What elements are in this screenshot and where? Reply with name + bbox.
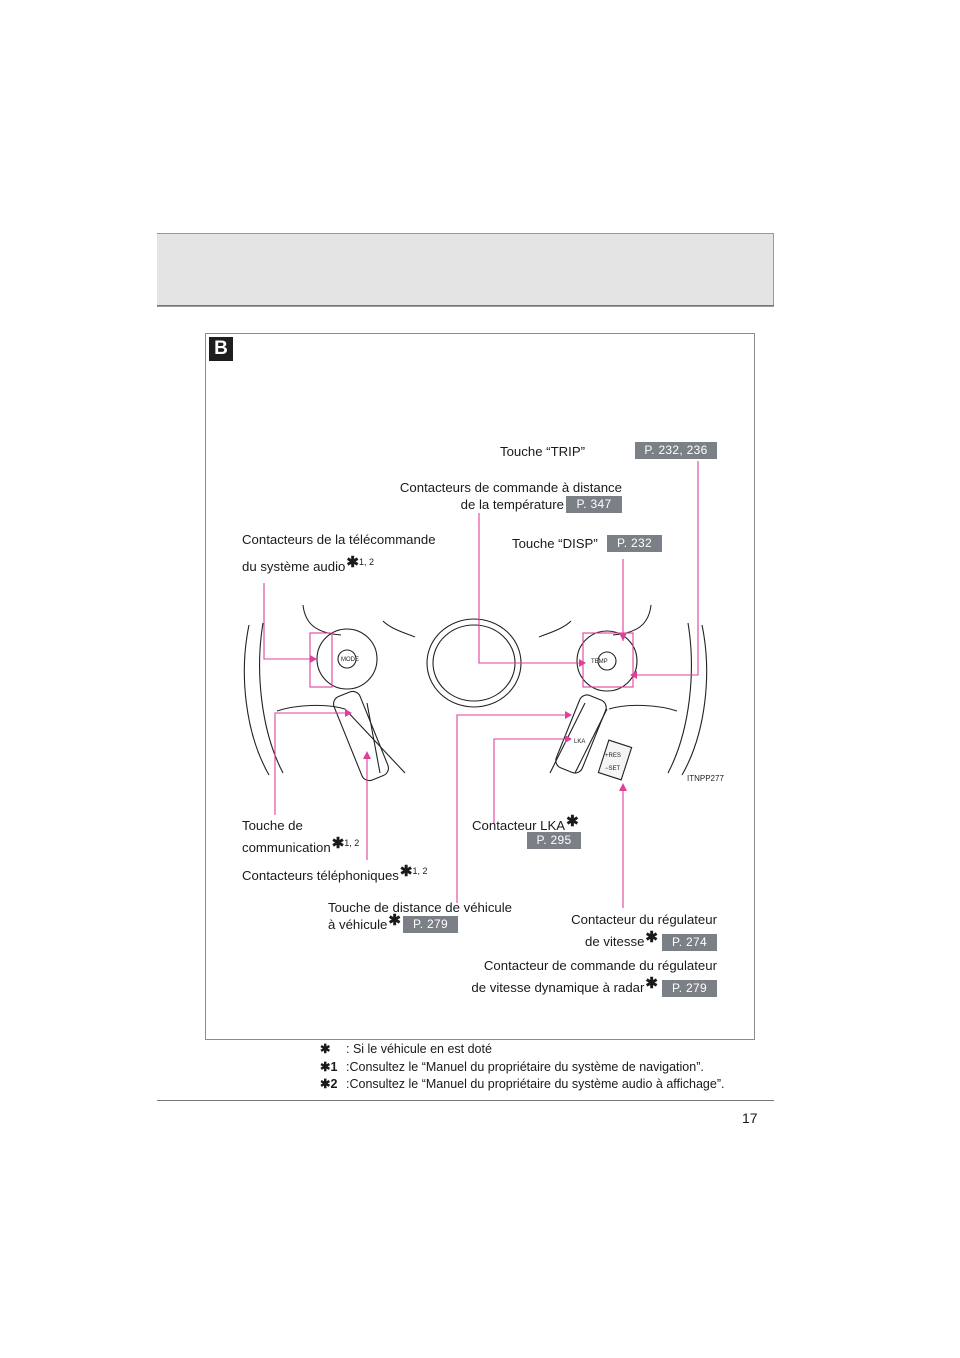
- footnote-3: ✱2:Consultez le “Manuel du propriétaire …: [320, 1077, 725, 1091]
- asterisk-icon: ✱: [566, 813, 579, 830]
- distance-label-line2: à véhicule✱: [328, 912, 401, 932]
- disp-page-badge[interactable]: P. 232: [607, 535, 662, 552]
- footnote-1: ✱: Si le véhicule en est doté: [320, 1042, 492, 1056]
- disp-label: Touche “DISP”: [512, 536, 598, 551]
- asterisk-icon: ✱: [645, 929, 658, 946]
- lka-label: Contacteur LKA✱: [472, 813, 579, 833]
- asterisk-icon: ✱: [346, 554, 359, 571]
- asterisk-icon: ✱: [388, 912, 401, 929]
- steering-wheel-illustration: MODE TEMP LKA +RES −SET ITNPP277: [243, 461, 724, 908]
- asterisk-icon: ✱: [331, 835, 345, 852]
- radar-page-badge[interactable]: P. 279: [662, 980, 717, 997]
- set-label: −SET: [605, 766, 621, 772]
- temp-label-line2: de la température: [460, 497, 564, 512]
- page-number: 17: [742, 1110, 758, 1126]
- trip-page-badge[interactable]: P. 232, 236: [635, 442, 717, 459]
- temp-page-badge[interactable]: P. 347: [566, 496, 622, 513]
- asterisk-icon: ✱: [645, 975, 658, 992]
- phone-label: Contacteurs téléphoniques✱1, 2: [242, 863, 428, 883]
- comm-label-line1: Touche de: [242, 818, 303, 833]
- audio-label-line1: Contacteurs de la télécommande: [242, 532, 436, 547]
- header-band: [157, 233, 774, 307]
- lka-button-label: LKA: [574, 739, 585, 745]
- cruise-label-line1: Contacteur du régulateur: [571, 912, 717, 927]
- asterisk-icon: ✱: [399, 863, 413, 880]
- radar-label-line1: Contacteur de commande du régulateur: [483, 958, 717, 973]
- lka-page-badge[interactable]: P. 295: [527, 832, 581, 849]
- res-label: +RES: [605, 753, 621, 759]
- mode-button-label: MODE: [341, 657, 359, 663]
- temp-button-label: TEMP: [591, 659, 608, 665]
- distance-label-line1: Touche de distance de véhicule: [328, 900, 513, 915]
- radar-label-line2: de vitesse dynamique à radar✱: [471, 975, 658, 995]
- audio-label-line2: du système audio✱1, 2: [242, 554, 374, 574]
- footnotes: ✱: Si le véhicule en est doté ✱1:Consult…: [320, 1041, 724, 1094]
- header-divider: [157, 305, 774, 306]
- illustration-code: ITNPP277: [687, 774, 724, 783]
- cruise-page-badge[interactable]: P. 274: [662, 934, 717, 951]
- comm-label-line2: communication✱1, 2: [242, 835, 360, 855]
- cruise-label-line2: de vitesse✱: [585, 929, 658, 949]
- trip-label: Touche “TRIP”: [500, 444, 586, 459]
- section-tag: B: [209, 337, 233, 361]
- distance-page-badge[interactable]: P. 279: [403, 916, 458, 933]
- footer-divider: [157, 1100, 774, 1101]
- footnote-2: ✱1:Consultez le “Manuel du propriétaire …: [320, 1059, 704, 1074]
- temp-label-line1: Contacteurs de commande à distance: [399, 480, 622, 495]
